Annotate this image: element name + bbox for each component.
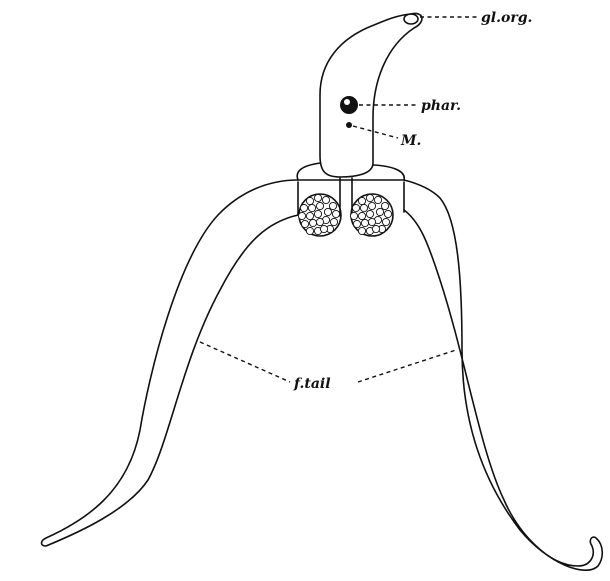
label-mouth: M.: [400, 133, 421, 149]
mouth: [346, 122, 352, 128]
body-base: [297, 163, 404, 180]
body-outline: [320, 13, 422, 177]
label-gland-organ: gl.org.: [481, 10, 532, 26]
right-furca: [404, 180, 602, 570]
pharynx: [340, 96, 358, 114]
label-pharynx: phar.: [421, 98, 461, 114]
gland-organ-opening: [404, 14, 418, 24]
left-furca: [42, 180, 299, 546]
leader-tail-left: [200, 342, 290, 382]
leader-mouth: [353, 126, 398, 138]
label-tail: f.tail: [293, 376, 331, 392]
leader-tail-right: [358, 350, 456, 382]
pharynx-highlight: [344, 99, 350, 105]
